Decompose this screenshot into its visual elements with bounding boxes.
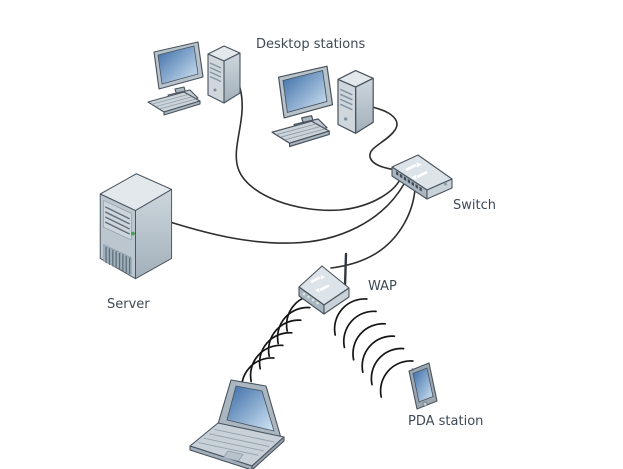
laptop-icon: [189, 379, 285, 469]
wifi-signal-wap-laptop: [240, 294, 320, 395]
wap-arrows: [310, 275, 330, 293]
desktop-computer-icon-2: [271, 65, 374, 148]
wap-antenna: [343, 252, 348, 288]
wireless-access-point-icon: [298, 252, 350, 315]
ethernet-switch-icon: [391, 154, 453, 200]
desktop-stations-label: Desktop stations: [256, 37, 366, 52]
wifi-signal-wap-pda: [333, 298, 414, 398]
wap-leds: [302, 292, 319, 305]
cable-server-switch: [169, 183, 405, 244]
server-label: Server: [107, 297, 150, 312]
pda-station-label: PDA station: [408, 414, 484, 429]
switch-label: Switch: [453, 198, 496, 213]
switch-arrows: [405, 162, 428, 180]
cable-desktop1-switch: [235, 87, 402, 212]
server-tower-icon: [99, 173, 173, 280]
cable-desktop2-switch: [369, 106, 398, 171]
pda-handheld-icon: [408, 362, 438, 410]
wap-label: WAP: [368, 279, 397, 294]
switch-ports: [396, 171, 422, 192]
desktop-computer-icon-1: [147, 41, 241, 116]
